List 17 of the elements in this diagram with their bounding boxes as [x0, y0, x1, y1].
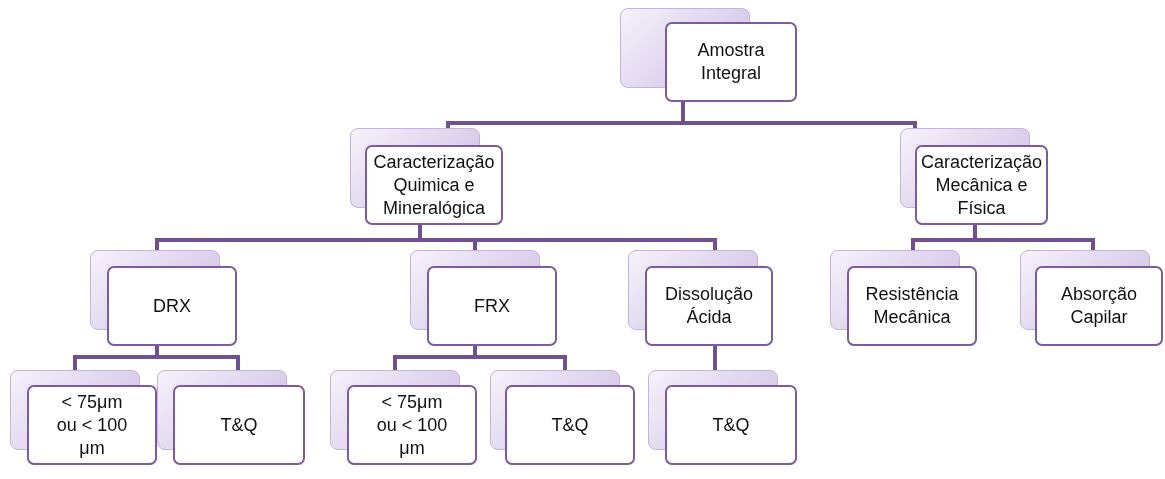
node-label: T&Q — [220, 413, 258, 437]
node-label: Absorção Capilar — [1059, 283, 1138, 329]
node-label: DRX — [153, 294, 191, 318]
connector-line — [713, 346, 717, 370]
node-label: Dissolução Ácida — [663, 283, 754, 329]
connector-line — [681, 102, 917, 128]
node-label: < 75μm ou < 100 μm — [55, 390, 129, 460]
connector-line — [418, 225, 717, 250]
node-label: < 75μm ou < 100 μm — [375, 390, 449, 460]
connector-line — [973, 225, 1095, 250]
node-label: Amostra Integral — [696, 39, 766, 85]
node-label: T&Q — [712, 413, 750, 437]
node-label: Resistência Mecânica — [864, 283, 960, 329]
node-label: T&Q — [551, 413, 589, 437]
node-label: Caracterização Mecânica e Física — [919, 150, 1044, 220]
node-label: FRX — [474, 294, 510, 318]
node-label: Caracterização Quimica e Mineralógica — [372, 150, 496, 220]
